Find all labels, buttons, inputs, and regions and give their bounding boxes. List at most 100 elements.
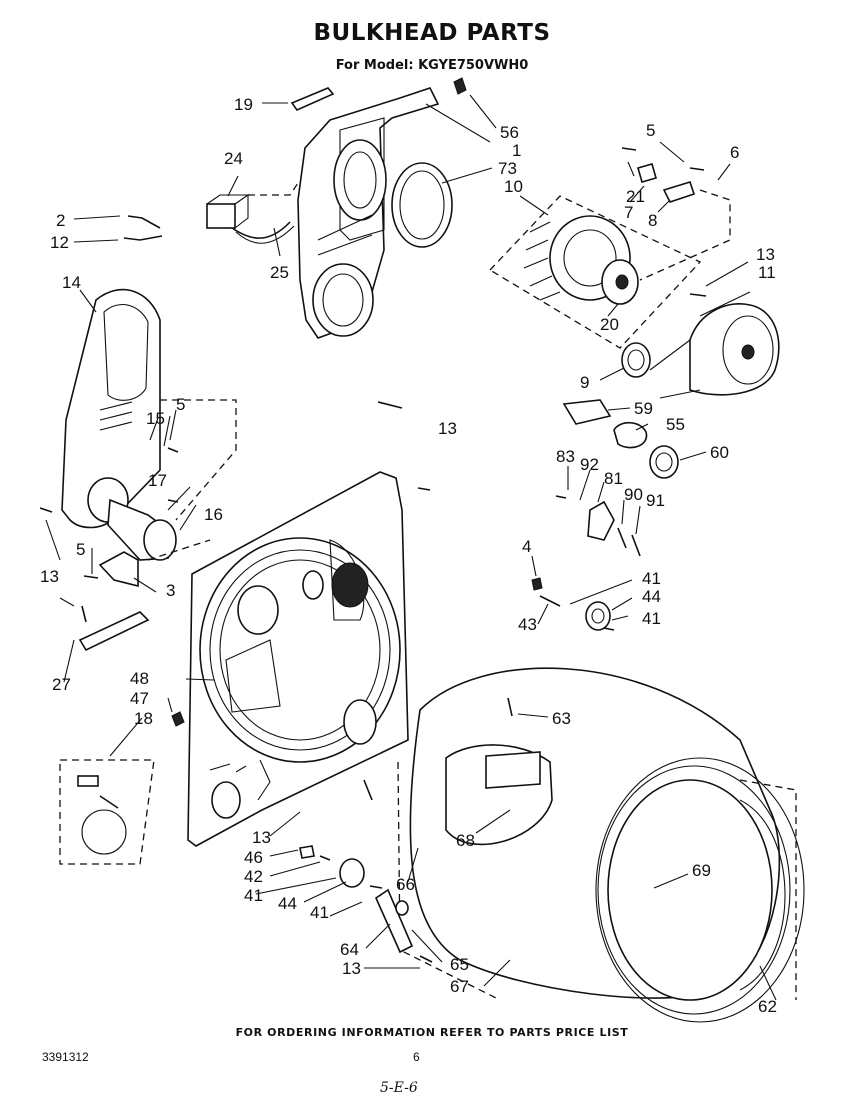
callout-label: 19 [234,95,253,114]
callout-label: 46 [244,848,263,867]
callout-label: 4 [522,537,531,556]
callout-label: 83 [556,447,575,466]
callout-label: 65 [450,955,469,974]
callout-label: 63 [552,709,571,728]
drum-part-67 [409,667,805,1023]
callout-label: 67 [450,977,469,996]
bracket-part-27 [78,611,150,652]
callout-label: 92 [580,455,599,474]
callout-label: 91 [646,491,665,510]
blower-wheel-part-10 [523,215,639,305]
callout-label: 13 [438,419,457,438]
nut-part-47 [171,711,185,727]
blower-housing-part-11 [649,303,780,399]
callout-label: 5 [76,540,85,559]
support-part-64 [374,888,414,954]
screws [39,147,707,963]
callout-label: 2 [56,211,65,230]
callout-label: 43 [518,615,537,634]
model-label: For Model: KGYE750VWH0 [335,58,529,73]
switch-part-81 [587,500,615,541]
switch-part-7 [637,163,657,183]
callout-label: 41 [244,886,263,905]
nut-part-4 [531,577,543,591]
handwritten-mark: 5-E-6 [380,1080,418,1096]
nut-part-46 [299,845,315,859]
callout-label: 3 [166,581,175,600]
thermostat-part-59 [562,399,612,425]
callout-label: 20 [600,315,619,334]
callout-label: 9 [580,373,589,392]
callout-label: 14 [62,273,81,292]
page-title: BULKHEAD PARTS [313,20,551,46]
callout-label: 18 [134,709,153,728]
callout-label: 6 [730,143,739,162]
callout-label: 13 [342,959,361,978]
callout-label: 56 [500,123,519,142]
callout-label: 42 [244,867,263,886]
callout-label: 13 [40,567,59,586]
callout-label: 7 [624,203,633,222]
callout-label: 13 [756,245,775,264]
switch-part-8 [662,181,696,203]
knob-part-60 [649,445,679,479]
callout-label: 69 [692,861,711,880]
seal-part-62 [739,799,786,991]
callout-label: 62 [758,997,777,1016]
callout-label: 1 [512,141,521,160]
callout-label: 5 [176,395,185,414]
callout-label: 12 [50,233,69,252]
callout-label: 60 [710,443,729,462]
callout-label: 66 [396,875,415,894]
seal-part-19 [290,87,335,111]
harness-part-18 [81,809,127,855]
callout-label: 47 [130,689,149,708]
callout-label: 24 [224,149,243,168]
fan-group-box-10 [488,195,702,349]
hose-part-25 [231,221,291,239]
page-number: 6 [413,1050,420,1064]
callout-label: 17 [148,471,167,490]
bearing-part-44 [339,858,365,888]
callout-label: 41 [310,903,329,922]
screw-part-2 [127,215,161,229]
callout-label: 25 [270,263,289,282]
callout-label: 15 [146,409,165,428]
callout-label: 10 [504,177,523,196]
callout-label: 55 [666,415,685,434]
document-number: 3391312 [42,1050,89,1064]
callout-label: 27 [52,675,71,694]
callout-label: 5 [646,121,655,140]
callout-label: 73 [498,159,517,178]
pin-part-91 [631,534,641,557]
callout-label: 44 [642,587,661,606]
clip-part-12 [123,235,163,241]
upper-bulkhead-bracket [297,87,440,339]
seal-part-9 [621,342,651,378]
front-bulkhead-panel-48 [187,471,409,847]
bearing-part-44-upper [585,601,611,631]
callout-label: 64 [340,940,359,959]
callout-label: 44 [278,894,297,913]
housing-part-16 [143,519,177,561]
callout-label: 68 [456,831,475,850]
callout-label: 21 [626,187,645,206]
connector-part-24 [206,203,236,229]
seal-part-73 [391,162,453,248]
callout-label: 59 [634,399,653,418]
callout-label: 16 [204,505,223,524]
washer-part-65 [395,900,409,916]
callout-label: 90 [624,485,643,504]
callout-label: 48 [130,669,149,688]
leader-lines [45,94,777,1001]
ordering-note: FOR ORDERING INFORMATION REFER TO PARTS … [235,1026,629,1039]
bracket-part-3 [98,551,139,588]
callout-labels: 19 56 1 73 10 24 25 5 6 21 7 8 13 11 20 … [40,95,777,1016]
kit-box-part-18 [59,759,155,865]
callout-label: 8 [648,211,657,230]
callout-label: 81 [604,469,623,488]
clip-part-56 [453,77,467,95]
bulb-part-55 [613,421,648,449]
callout-label: 41 [642,609,661,628]
